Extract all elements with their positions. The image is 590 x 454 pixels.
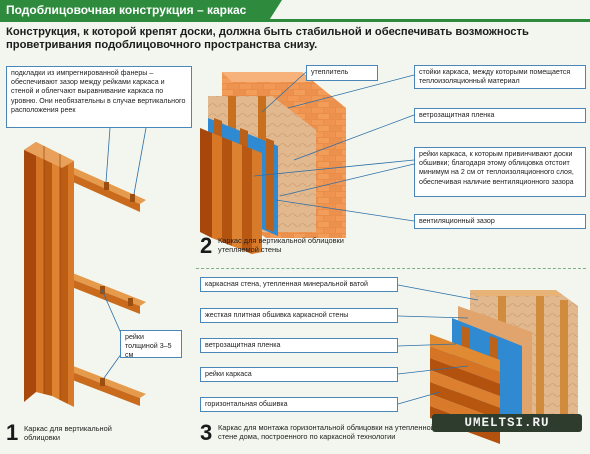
figure2-illustration (200, 71, 415, 254)
figure2-number: 2 (200, 233, 213, 258)
figure2-leaders (253, 71, 415, 222)
site-watermark: UMELTSI.RU (432, 414, 582, 432)
callout-laths-thickness: рейки толщиной 3–5 см (120, 330, 182, 359)
intro-text: Конструкция, к которой крепят доски, дол… (6, 26, 529, 51)
header-bar (0, 0, 282, 22)
callout-frame-posts: стойки каркаса, между которыми помещаетс… (414, 65, 586, 89)
callout-rigid-board: жесткая плитная обшивка каркасной стены (200, 308, 398, 323)
callout-battens: рейки каркаса, к которым привинчивают до… (414, 147, 586, 197)
figure1-shims (100, 182, 135, 386)
figure2-caption: Каркас для вертикальной облицовки утепля… (218, 236, 344, 254)
page-header: Подоблицовочная конструкция – каркас (0, 0, 590, 22)
header-rule (0, 19, 590, 22)
figure1-number: 1 (6, 420, 19, 445)
figure3-number: 3 (200, 420, 213, 445)
figure3-illustration (397, 284, 578, 444)
page-title: Подоблицовочная конструкция – каркас (6, 3, 247, 17)
callout-frame-wall: каркасная стена, утепленная минеральной … (200, 277, 398, 292)
callout-frame-battens: рейки каркаса (200, 367, 398, 382)
callout-insulation: утеплитель (306, 65, 378, 81)
callout-ventilation-gap: вентиляционный зазор (414, 214, 586, 229)
callout-windproof-membrane: ветрозащитная пленка (414, 108, 586, 123)
figure1-illustration (24, 127, 147, 407)
figure1-caption: Каркас для вертикальной облицовки (24, 424, 112, 442)
callout-plywood-shims: подкладки из импрегнированной фанеры – о… (6, 66, 192, 128)
callout-horizontal-siding: горизонтальная обшивка (200, 397, 398, 412)
figure3-caption: Каркас для монтажа горизонтальной облицо… (218, 423, 435, 441)
figure3-leaders (397, 284, 479, 405)
section-divider (196, 268, 586, 269)
callout-windproof-membrane-3: ветрозащитная пленка (200, 338, 398, 353)
figure1-boards (24, 142, 74, 407)
